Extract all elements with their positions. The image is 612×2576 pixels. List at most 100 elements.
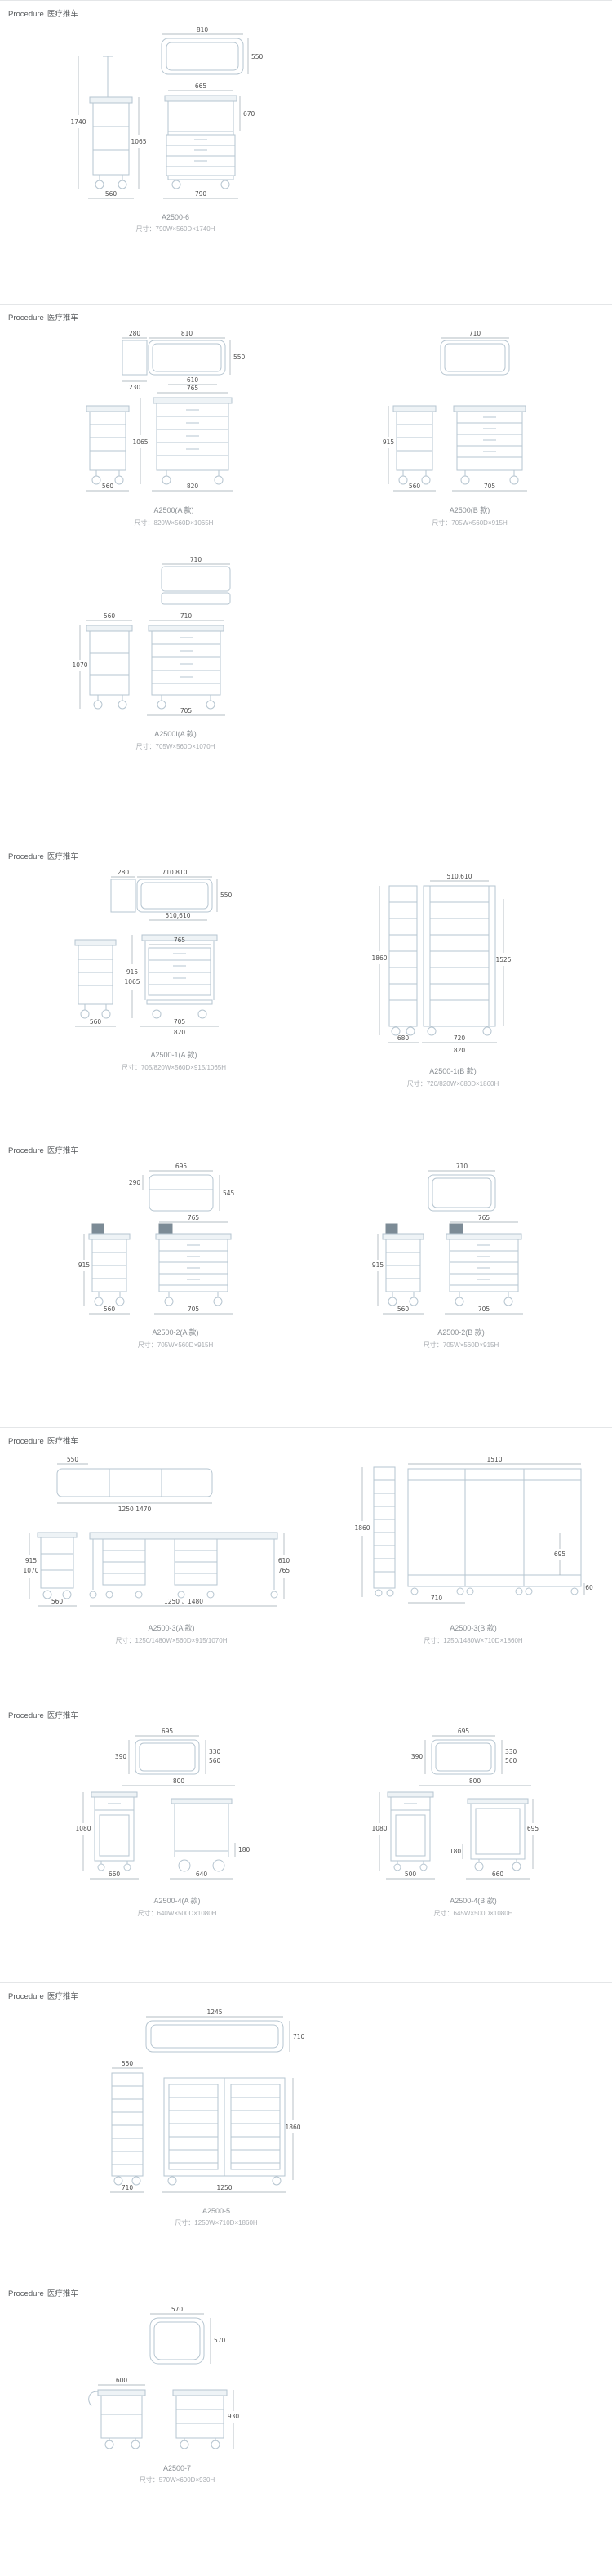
model-label: A2500-2(B 款) — [437, 1328, 485, 1337]
dim-label: 765 — [278, 1567, 290, 1574]
diagram-a2500-3-b: 1860 1510 — [354, 1456, 593, 1604]
dim-label: 915 — [25, 1557, 38, 1564]
size-label: 尺寸：790W×560D×1740H — [135, 225, 215, 233]
dim-label: 1250 、1480 — [164, 1598, 203, 1605]
section-header-zh: 医疗推车 — [47, 852, 78, 861]
section-header-en: Procedure — [8, 1437, 44, 1446]
dim-label: 710 — [293, 2033, 305, 2040]
dim-label: 680 — [397, 1034, 410, 1042]
figure-row: 810 550 — [0, 19, 612, 234]
front-view — [453, 405, 526, 485]
dim-label: 695 — [162, 1728, 174, 1735]
dim-label: 915 — [383, 438, 395, 446]
front-view — [141, 934, 218, 1019]
top-view — [149, 2317, 205, 2365]
model-label: A2500-3(A 款) — [148, 1624, 195, 1632]
cart-view — [171, 1798, 233, 1872]
dim-label: 1860 — [354, 1524, 370, 1532]
dim-label: 1080 — [75, 1825, 91, 1832]
dim-label: 330 — [209, 1748, 221, 1755]
dim-label: 1065 — [132, 438, 148, 446]
dim-label: 1070 — [72, 661, 87, 669]
front-view — [163, 2077, 286, 2186]
dim-label: 390 — [411, 1753, 424, 1760]
dim-label: 1080 — [371, 1825, 387, 1832]
side-view — [86, 405, 130, 485]
dim-label: 600 — [116, 2377, 128, 2384]
size-label: 尺寸：705W×560D×915H — [423, 1341, 499, 1349]
dim-label: 705 — [174, 1018, 186, 1026]
diagram-a2500-a: 280 810 550 230 — [86, 330, 246, 492]
side-view — [388, 885, 418, 1036]
figure-row: 280 710 810 550 — [0, 861, 612, 1088]
dim-label: 560 — [104, 612, 116, 620]
model-label: A2500(A 款) — [153, 506, 194, 514]
dim-label: 660 — [109, 1871, 121, 1878]
dim-label: 180 — [238, 1846, 251, 1853]
dim-label: 695 — [175, 1163, 188, 1170]
size-label: 尺寸：705/820W×560D×915/1065H — [121, 1064, 227, 1071]
size-label: 尺寸：720/820W×680D×1860H — [406, 1080, 499, 1088]
dim-label: 510,610 — [446, 873, 472, 880]
figure-a2500-4-b: 695 390 330 560 800 — [371, 1728, 575, 1918]
dim-label: 510,610 — [165, 912, 190, 919]
cabinet-view — [91, 1791, 138, 1871]
size-label: 尺寸：705W×560D×915H — [432, 519, 508, 527]
dim-label: 640 — [196, 1871, 208, 1878]
model-label: A2500-4(A 款) — [153, 1897, 201, 1905]
top-view — [122, 340, 226, 376]
section-header-en: Procedure — [8, 2289, 44, 2298]
diagram-a2500-2-a: 695 290 545 — [78, 1163, 235, 1315]
section-header-en: Procedure — [8, 1711, 44, 1720]
figure-a2500-b: 710 915 560 — [382, 330, 557, 527]
size-label: 尺寸：705W×560D×1070H — [135, 743, 215, 750]
diagram-a2500i-a: 710 560 1070 — [72, 556, 231, 716]
dim-label: 710 — [122, 2184, 134, 2191]
dim-label: 695 — [458, 1728, 470, 1735]
size-label: 尺寸：640W×500D×1080H — [137, 1910, 217, 1917]
section-header-zh: 医疗推车 — [47, 1437, 78, 1446]
dim-label: 560 — [409, 483, 421, 490]
size-label: 尺寸：705W×560D×915H — [137, 1341, 214, 1349]
figure-a2500-3-b: 1860 1510 — [351, 1454, 596, 1645]
dim-label: 330 — [505, 1748, 517, 1755]
top-view — [161, 566, 231, 605]
figure-row: 570 570 600 — [0, 2298, 612, 2485]
dim-label: 550 — [67, 1456, 79, 1463]
model-label: A2500I(A 款) — [154, 730, 197, 738]
dim-label: 670 — [243, 110, 255, 118]
dim-label: 710 — [456, 1163, 468, 1170]
section-header-en: Procedure — [8, 10, 44, 19]
dim-label: 180 — [450, 1848, 462, 1855]
dim-label: 705 — [180, 707, 193, 714]
section-header-en: Procedure — [8, 314, 44, 323]
figure-a2500-5: 1245 710 550 — [94, 2009, 339, 2227]
diagram-a2500-4-a: 695 390 330 560 800 — [75, 1728, 251, 1880]
dim-label: 610 — [187, 376, 199, 384]
model-label: A2500-4(B 款) — [450, 1897, 497, 1905]
dim-label: 810 — [197, 26, 209, 33]
dim-label: 560 — [90, 1018, 102, 1026]
rack-side-view — [373, 1466, 396, 1597]
size-label: 尺寸：645W×500D×1080H — [433, 1910, 513, 1917]
dim-label: 710 — [180, 612, 193, 620]
size-label: 尺寸：820W×560D×1065H — [134, 519, 214, 527]
model-label: A2500-2(A 款) — [152, 1328, 199, 1337]
dim-label: 800 — [469, 1777, 481, 1785]
section-header-en: Procedure — [8, 1992, 44, 2001]
dim-label: 765 — [478, 1214, 490, 1221]
dim-label: 915 — [372, 1261, 384, 1269]
dim-label: 390 — [115, 1753, 127, 1760]
diagram-a2500-1-b: 510,610 — [371, 873, 511, 1054]
dim-label: 1510 — [486, 1456, 502, 1463]
figure-a2500-a: 280 810 550 230 — [72, 330, 276, 527]
dim-label: 820 — [187, 483, 199, 490]
dim-label: 570 — [214, 2337, 226, 2344]
